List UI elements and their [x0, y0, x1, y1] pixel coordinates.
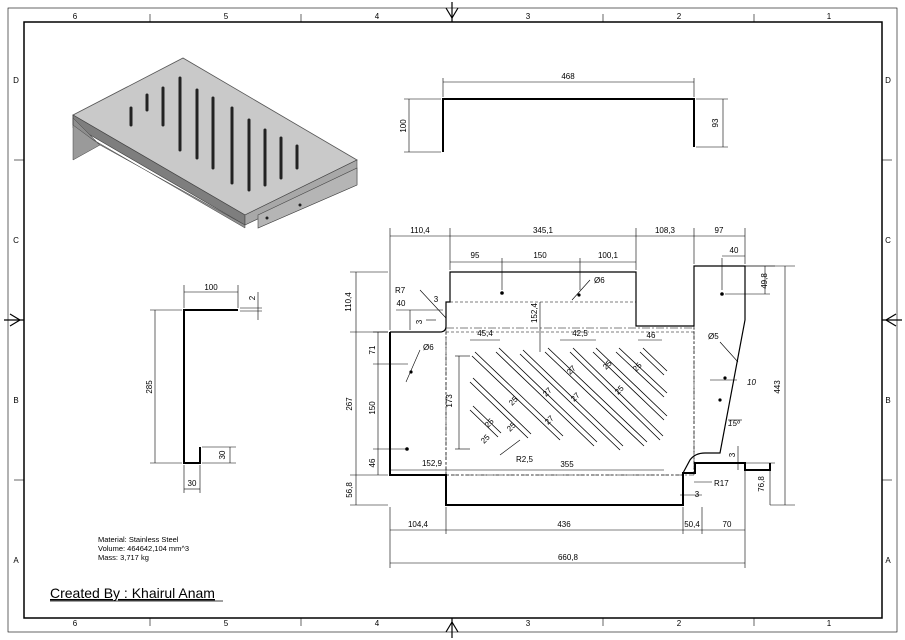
dim-40-left: 40	[397, 299, 406, 308]
dim-104-4: 104,4	[408, 520, 429, 529]
zone-ticks	[14, 14, 892, 626]
centering-marks	[4, 2, 902, 638]
note-mass: Mass: 3,717 kg	[98, 553, 149, 562]
dim-side-foot: 30	[188, 479, 197, 488]
zone-num-top-5: 5	[224, 12, 229, 21]
slot-label-25a: 25	[483, 416, 496, 429]
zone-num-bottom-1: 1	[827, 619, 832, 628]
zone-num-bottom-3: 3	[526, 619, 531, 628]
zone-num-top-3: 3	[526, 12, 531, 21]
slot-label-25d: 25	[601, 358, 614, 371]
dim-443: 443	[773, 380, 782, 394]
dim-phi6-left: Ø6	[423, 343, 434, 352]
dim-110-4-top: 110,4	[410, 226, 430, 235]
dim-side-foot-h: 30	[218, 450, 227, 459]
slot-label-25c: 25	[507, 394, 520, 407]
slot-label-25g: 25	[479, 432, 492, 445]
isometric-view	[72, 57, 358, 229]
dim-660-8: 660,8	[558, 553, 579, 562]
dim-r7: R7	[395, 286, 406, 295]
slot-label-27b: 27	[541, 385, 554, 398]
zone-letter-left-d: D	[13, 76, 19, 85]
dim-71: 71	[368, 345, 377, 354]
dim-45-4: 45,4	[477, 329, 493, 338]
dim-r17: R17	[714, 479, 729, 488]
dim-110-4-left: 110,4	[344, 292, 353, 312]
zone-letter-right-d: D	[885, 76, 891, 85]
dim-15deg: 15º	[728, 419, 741, 428]
front-view	[404, 78, 728, 153]
zone-num-top-1: 1	[827, 12, 832, 21]
dim-front-right-height: 93	[711, 118, 720, 127]
note-volume: Volume: 464642,104 mm^3	[98, 544, 189, 553]
zone-letter-right-c: C	[885, 236, 891, 245]
dim-173: 173	[445, 394, 454, 408]
dim-40-right: 40	[730, 246, 739, 255]
zone-num-bottom-2: 2	[677, 619, 682, 628]
slot-label-25e: 25	[613, 383, 626, 396]
dim-side-height: 285	[145, 380, 154, 394]
slot-label-25f: 25	[631, 360, 644, 373]
dim-front-left-height: 100	[399, 119, 408, 133]
zone-num-bottom-4: 4	[375, 619, 380, 628]
dim-108-3: 108,3	[655, 226, 676, 235]
dim-355: 355	[560, 460, 574, 469]
dim-152-4: 152,4	[530, 302, 539, 323]
dim-56-8: 56,8	[345, 482, 354, 498]
zone-letter-right-a: A	[885, 556, 891, 565]
dim-70: 70	[723, 520, 732, 529]
dim-3-top: 3	[434, 295, 439, 304]
dim-42-5: 42,5	[572, 329, 588, 338]
dim-100-1: 100,1	[598, 251, 619, 260]
slot-label-27a: 27	[543, 413, 556, 426]
dim-side-top: 100	[204, 283, 218, 292]
zone-num-top-2: 2	[677, 12, 682, 21]
dim-phi5: Ø5	[708, 332, 719, 341]
zone-letter-left-b: B	[13, 396, 18, 405]
credit-text: Created By : Khairul Anam	[50, 585, 215, 601]
dim-436: 436	[557, 520, 571, 529]
dim-76-8: 76,8	[757, 476, 766, 492]
dim-49-8: 49,8	[760, 273, 769, 289]
dim-150-left: 150	[368, 401, 377, 415]
dim-side-thick: 2	[248, 295, 257, 300]
side-view	[150, 285, 262, 493]
slot-label-27c: 27	[569, 390, 582, 403]
dim-3-bottom: 3	[695, 490, 700, 499]
dim-46-top: 46	[647, 331, 656, 340]
zone-num-top-4: 4	[375, 12, 380, 21]
dim-95: 95	[471, 251, 480, 260]
flat-pattern-view	[350, 228, 795, 568]
dim-50-4: 50,4	[684, 520, 700, 529]
zone-letter-right-b: B	[885, 396, 890, 405]
dim-3-right: 3	[728, 452, 737, 457]
slot-label-25b: 25	[505, 420, 518, 433]
dim-phi6-top: Ø6	[594, 276, 605, 285]
dim-front-width: 468	[561, 72, 575, 81]
dim-97: 97	[715, 226, 724, 235]
dim-345-1: 345,1	[533, 226, 554, 235]
dim-3-left: 3	[415, 319, 424, 324]
note-material: Material: Stainless Steel	[98, 535, 179, 544]
zone-num-bottom-5: 5	[224, 619, 229, 628]
dim-150-top: 150	[533, 251, 547, 260]
dim-267: 267	[345, 397, 354, 411]
zone-letter-left-c: C	[13, 236, 19, 245]
dim-10: 10	[747, 378, 756, 387]
zone-num-bottom-6: 6	[73, 619, 78, 628]
dim-r2-5: R2,5	[516, 455, 533, 464]
dim-152-9: 152,9	[422, 459, 443, 468]
zone-num-top-6: 6	[73, 12, 78, 21]
zone-letter-left-a: A	[13, 556, 19, 565]
dim-46-left: 46	[368, 458, 377, 467]
